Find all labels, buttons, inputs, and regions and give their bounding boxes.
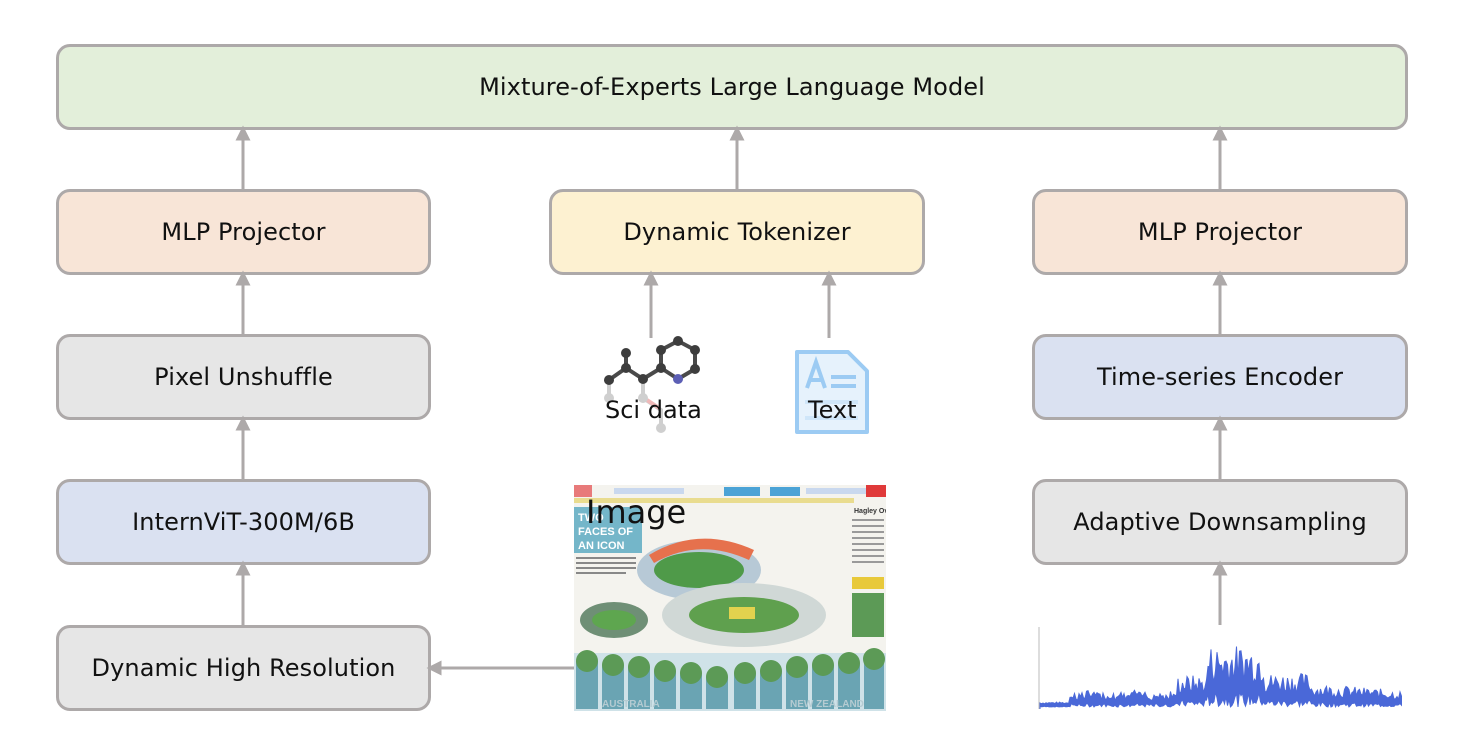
dynamic-high-resolution-label: Dynamic High Resolution bbox=[91, 654, 396, 682]
newspaper-illustration: TWO FACES OF AN ICON Hagley Oval bbox=[574, 485, 886, 711]
newspaper-headline-1: TWO bbox=[578, 512, 604, 524]
time-series-encoder-label: Time-series Encoder bbox=[1096, 363, 1344, 391]
left-mlp-projector-label: MLP Projector bbox=[161, 218, 326, 246]
newspaper-side-headline: Hagley Oval bbox=[854, 508, 886, 515]
newspaper-image: TWO FACES OF AN ICON Hagley Oval bbox=[574, 485, 886, 711]
dynamic-tokenizer-label: Dynamic Tokenizer bbox=[623, 218, 851, 246]
newspaper-headline-2: FACES OF bbox=[578, 526, 633, 538]
time-series-encoder-box: Time-series Encoder bbox=[1032, 334, 1408, 420]
pixel-unshuffle-label: Pixel Unshuffle bbox=[154, 363, 333, 391]
text-document-icon bbox=[795, 350, 869, 434]
dynamic-high-resolution-box: Dynamic High Resolution bbox=[56, 625, 431, 711]
time-series-waveform bbox=[1039, 646, 1402, 709]
dynamic-tokenizer-box: Dynamic Tokenizer bbox=[549, 189, 925, 275]
sci-data-label: Sci data bbox=[605, 396, 702, 424]
right-mlp-projector-box: MLP Projector bbox=[1032, 189, 1408, 275]
text-label: Text bbox=[808, 396, 857, 424]
molecule-icon bbox=[604, 336, 700, 433]
pixel-unshuffle-box: Pixel Unshuffle bbox=[56, 334, 431, 420]
adaptive-downsampling-label: Adaptive Downsampling bbox=[1073, 508, 1367, 536]
llm-box: Mixture-of-Experts Large Language Model bbox=[56, 44, 1408, 130]
right-mlp-projector-label: MLP Projector bbox=[1137, 218, 1303, 246]
adaptive-downsampling-box: Adaptive Downsampling bbox=[1032, 479, 1408, 565]
newspaper-footer-australia: AUSTRALIA bbox=[602, 699, 660, 710]
internvit-box: InternViT-300M/6B bbox=[56, 479, 431, 565]
llm-label: Mixture-of-Experts Large Language Model bbox=[479, 73, 985, 101]
internvit-label: InternViT-300M/6B bbox=[132, 508, 355, 536]
newspaper-headline-3: AN ICON bbox=[578, 540, 625, 552]
image-label: Image bbox=[586, 493, 687, 531]
newspaper-footer-newzealand: NEW ZEALAND bbox=[790, 699, 864, 710]
